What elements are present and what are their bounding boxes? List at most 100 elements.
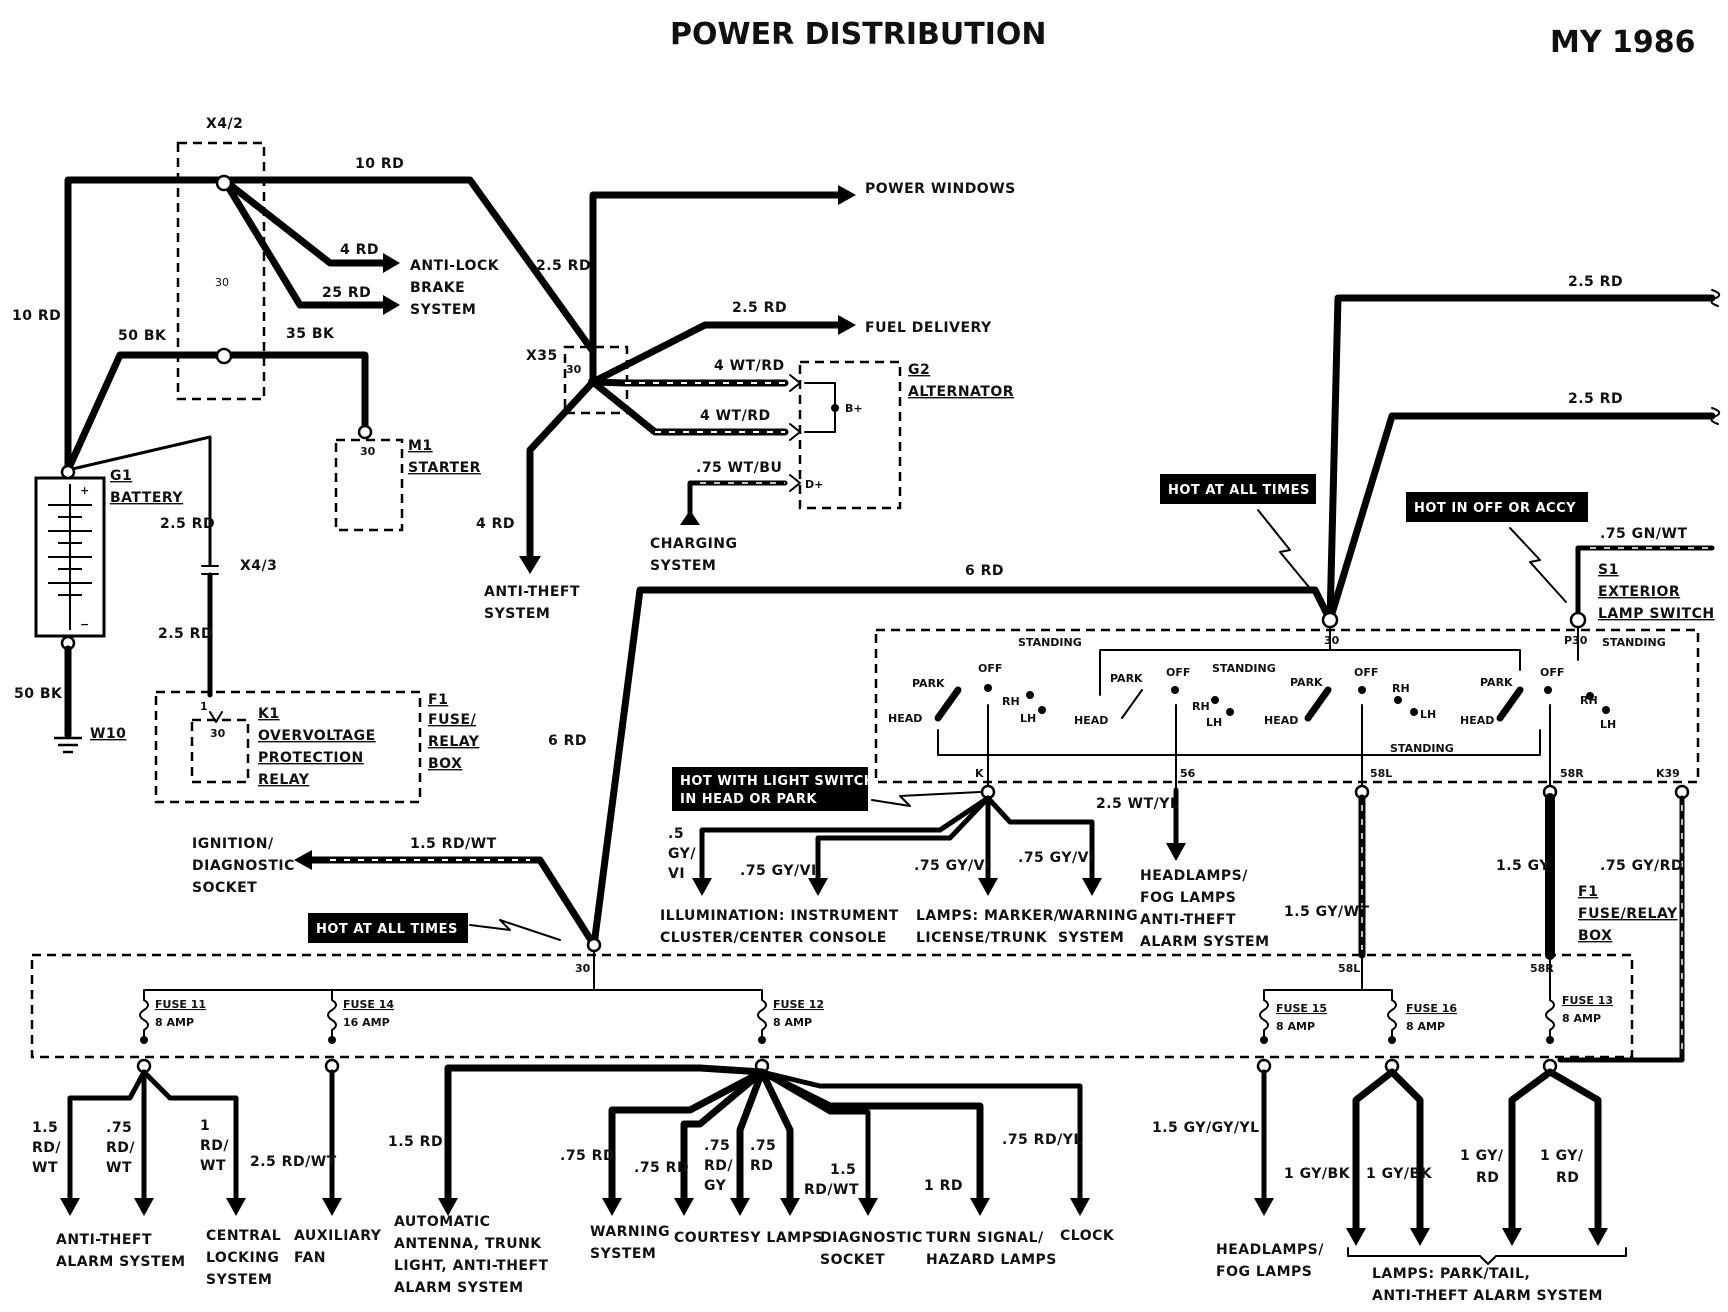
ground-symbol: [54, 736, 82, 754]
wire-b12: [759, 1069, 1083, 1203]
dest-diag-1: DIAGNOSTIC: [820, 1230, 923, 1246]
wire-label-6rd-top: 6 RD: [965, 563, 1004, 579]
bl-b2c: WT: [106, 1160, 132, 1176]
arrow-ignition: [294, 850, 312, 870]
arrow-56: [1166, 843, 1186, 861]
wire-b15: [1388, 1068, 1424, 1234]
wire-50bk: [64, 351, 228, 474]
s1-name-2: LAMP SWITCH: [1598, 606, 1715, 622]
wire-75gnwt: [1575, 545, 1715, 623]
x4-2-node-top: [215, 174, 233, 192]
switch-section-4: PARK HEAD OFF STANDING RH LH: [1460, 636, 1666, 731]
bl-b3b: RD/: [200, 1138, 229, 1154]
battery-cells: [48, 484, 92, 630]
svg-text:LH: LH: [1420, 708, 1436, 721]
callout-hot-off-accy-text: HOT IN OFF OR ACCY: [1414, 501, 1576, 516]
s1-id: S1: [1598, 562, 1619, 578]
svg-text:FUSE 15: FUSE 15: [1276, 1002, 1327, 1015]
wire-label-5gy-1: .5: [668, 826, 684, 842]
switch-internal-bus-2: [937, 729, 1541, 756]
alternator-dplus: D+: [805, 478, 823, 491]
bl-b3c: WT: [200, 1158, 226, 1174]
output-antitheft-1: ANTI-THEFT: [484, 584, 580, 600]
svg-text:STANDING: STANDING: [1602, 636, 1666, 649]
output-power-windows: POWER WINDOWS: [865, 181, 1016, 197]
svg-text:HEAD: HEAD: [1460, 714, 1494, 727]
bl-b9a: .75: [750, 1138, 776, 1154]
dest-antitheft-1: ANTI-THEFT: [56, 1232, 152, 1248]
x4-3-connector: [201, 565, 219, 575]
wire-75gyrd: [1557, 795, 1685, 1063]
fuse-bus-58l: [1263, 954, 1393, 1001]
wire-75gyvi-3: [985, 795, 1095, 883]
bl-b17a: 1 GY/: [1540, 1148, 1584, 1164]
x4-3-label: X4/3: [240, 558, 277, 574]
svg-text:STANDING: STANDING: [1018, 636, 1082, 649]
bl-b7: .75 RD: [634, 1160, 689, 1176]
s1-terminal-p30-node: [1569, 611, 1587, 629]
bl-b3a: 1: [200, 1118, 210, 1134]
starter-name: STARTER: [408, 460, 481, 476]
switch-terminal-p30: P30: [1564, 634, 1588, 647]
switch-terminal-k39: K39: [1656, 767, 1680, 780]
wire-label-25rd-k1: 2.5 RD: [158, 626, 213, 642]
wire-label-25rd-bat: 2.5 RD: [160, 516, 215, 532]
callout-hot-all-times-2-text: HOT AT ALL TIMES: [316, 922, 458, 937]
svg-text:8 AMP: 8 AMP: [1276, 1020, 1315, 1033]
output-illum-2: CLUSTER/CENTER CONSOLE: [660, 930, 887, 946]
bl-b6: .75 RD: [560, 1148, 615, 1164]
wire-4rd-antitheft: [526, 378, 597, 564]
svg-text:FUSE 11: FUSE 11: [155, 998, 206, 1011]
arrow-abs-2: [383, 295, 400, 315]
switch-section-2: PARK HEAD OFF STANDING RH LH: [1074, 662, 1276, 729]
arrow-power-windows: [838, 185, 856, 205]
x4-2-connector: [176, 141, 266, 401]
wire-label-50bk: 50 BK: [118, 328, 167, 344]
wire-fuel-delivery: [589, 321, 844, 386]
wire-b5: [444, 1064, 766, 1204]
bl-b17b: RD: [1556, 1170, 1579, 1186]
switch-terminal-56: 56: [1180, 767, 1196, 780]
svg-text:LH: LH: [1020, 712, 1036, 725]
wire-25rd-battery: [66, 435, 212, 567]
k1-id: K1: [258, 706, 280, 722]
output-ign-2: DIAGNOSTIC: [192, 858, 295, 874]
bl-b2b: RD/: [106, 1140, 135, 1156]
arrow-antitheft: [519, 556, 541, 574]
x4-2-label: X4/2: [206, 116, 243, 132]
wire-b8: [736, 1068, 766, 1204]
wire-label-50bk-gnd: 50 BK: [14, 686, 63, 702]
dest-clock: CLOCK: [1060, 1228, 1115, 1244]
svg-text:OFF: OFF: [1540, 666, 1564, 679]
wire-label-25rd-x35: 2.5 RD: [536, 258, 591, 274]
alternator-terminals: [789, 374, 801, 492]
bottom-arrows: [60, 1198, 1608, 1246]
dest-warn-1: WARNING: [590, 1224, 670, 1240]
arrow-fuel: [838, 315, 856, 335]
dest-central-3: SYSTEM: [206, 1272, 272, 1288]
callout-bolt-accy: [1509, 527, 1567, 603]
callout-hot-light-2: IN HEAD OR PARK: [680, 792, 817, 807]
x4-2-terminal: 30: [215, 276, 229, 289]
wire-b11: [758, 1068, 984, 1204]
wire-label-35bk: 35 BK: [286, 326, 335, 342]
switch-terminal-58r: 58R: [1560, 767, 1584, 780]
arrow-abs-1: [383, 253, 400, 273]
dest-central-2: LOCKING: [206, 1250, 279, 1266]
wire-25rd-right-2: [1326, 412, 1716, 624]
fuse-13: FUSE 13 8 AMP: [1545, 994, 1613, 1044]
wire-label-4rd-at: 4 RD: [476, 516, 515, 532]
k1-terminal: 30: [210, 727, 226, 740]
battery-name: BATTERY: [110, 490, 183, 506]
output-head-2: FOG LAMPS: [1140, 890, 1236, 906]
wire-75wtbu: [687, 480, 788, 518]
wire-b6: [608, 1068, 766, 1204]
svg-text:PARK: PARK: [912, 677, 945, 690]
wire-b7: [680, 1068, 766, 1204]
wire-label-25rd-r2: 2.5 RD: [1568, 391, 1623, 407]
dest-lamps-2: ANTI-THEFT ALARM SYSTEM: [1372, 1288, 1603, 1304]
svg-text:LH: LH: [1600, 718, 1616, 731]
svg-text:16 AMP: 16 AMP: [343, 1016, 390, 1029]
wire-label-10rd-top: 10 RD: [355, 156, 404, 172]
wire-b17: [1546, 1068, 1602, 1234]
